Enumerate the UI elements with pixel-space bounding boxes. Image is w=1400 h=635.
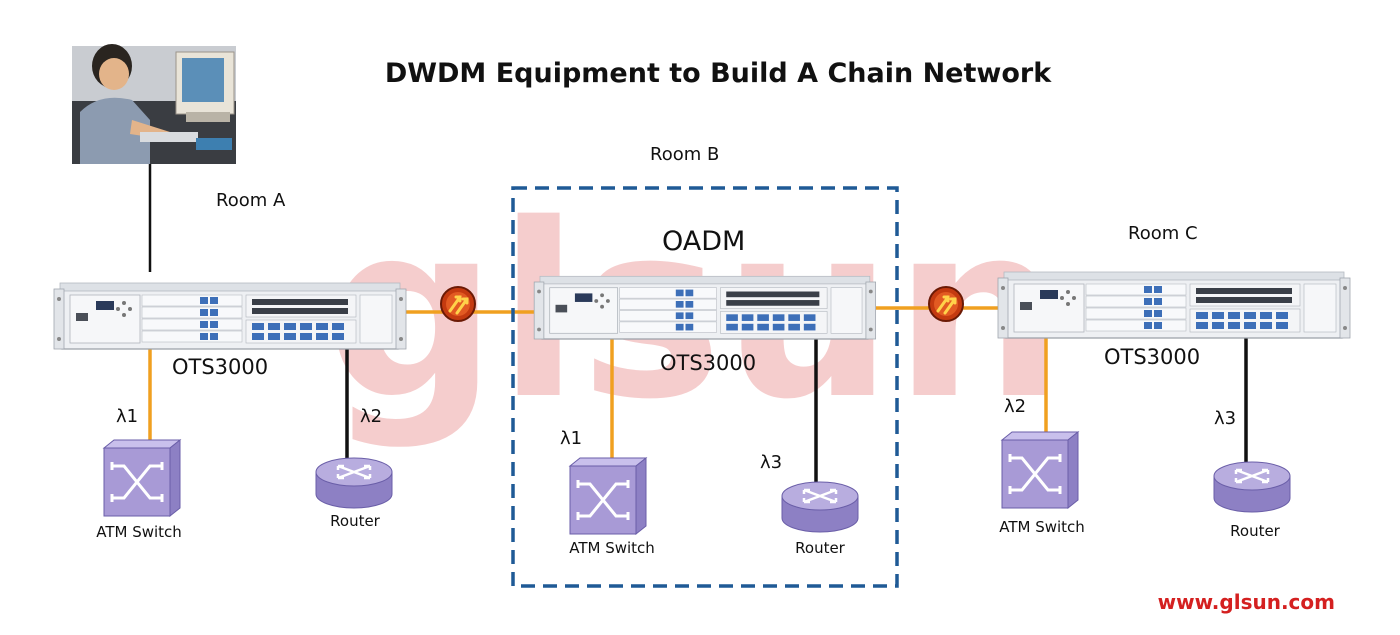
optical-amplifier-icon [927,285,965,323]
room-c-atm-switch-label: ATM Switch [999,518,1085,536]
room-a-lambda-right: λ2 [360,406,382,427]
room-b-atm-switch-label: ATM Switch [569,539,655,557]
atm-switch-icon [1000,430,1080,510]
operator-workstation-icon [72,44,236,164]
room-b-label: Room B [650,144,719,165]
router-icon [780,480,860,534]
room-a-lambda-left: λ1 [116,406,138,427]
diagram-title: DWDM Equipment to Build A Chain Network [385,58,1052,89]
optical-amplifier-icon [439,285,477,323]
room-c-router-label: Router [1230,522,1281,540]
router-icon [1212,460,1292,514]
room-b-oadm-label: OADM [662,226,745,257]
atm-switch-icon [102,438,182,518]
ots3000-chassis-room-c [997,271,1351,339]
room-b-router-label: Router [795,539,846,557]
room-b-lambda-right: λ3 [760,452,782,473]
room-b-boundary [511,186,899,588]
room-b-equipment-label: OTS3000 [660,351,756,375]
room-c-lambda-right: λ3 [1214,408,1236,429]
router-icon [314,456,394,510]
room-b-lambda-left: λ1 [560,428,582,449]
room-c-equipment-label: OTS3000 [1104,345,1200,369]
room-c-label: Room C [1128,223,1198,244]
atm-switch-icon [568,456,648,536]
ots3000-chassis-room-b [533,275,877,340]
room-c-lambda-left: λ2 [1004,396,1026,417]
room-a-atm-switch-label: ATM Switch [96,523,182,541]
website-url[interactable]: www.glsun.com [1158,590,1335,614]
room-a-label: Room A [216,190,286,211]
room-a-equipment-label: OTS3000 [172,355,268,379]
ots3000-chassis-room-a [53,282,407,350]
room-a-router-label: Router [330,512,381,530]
